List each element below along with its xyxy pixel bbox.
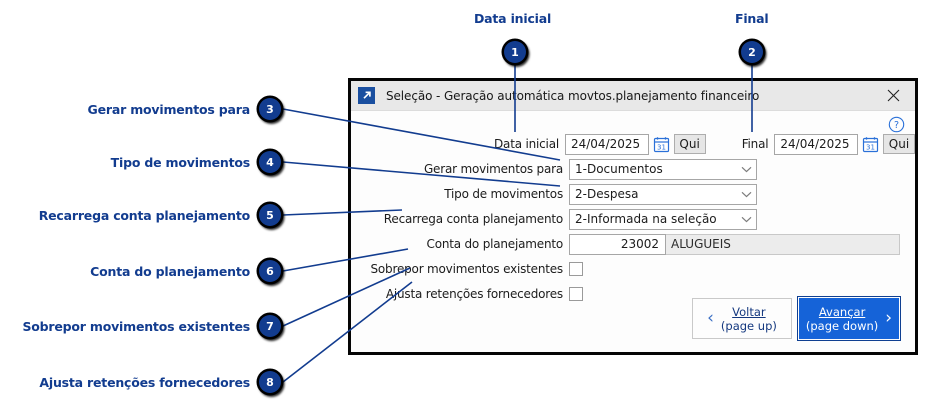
annotation-1-bullet-wrap: 1 bbox=[504, 41, 526, 63]
annotation-bullet-8: 8 bbox=[259, 371, 281, 393]
gerar-movimentos-label: Gerar movimentos para bbox=[423, 162, 563, 176]
sobrepor-checkbox[interactable] bbox=[569, 262, 583, 276]
close-icon[interactable] bbox=[871, 81, 915, 111]
recarrega-conta-value: 2-Informada na seleção bbox=[575, 212, 717, 226]
svg-text:?: ? bbox=[894, 120, 899, 131]
next-button-line1: Avançar bbox=[818, 304, 866, 319]
data-inicial-input[interactable]: 24/04/2025 bbox=[564, 133, 649, 155]
row-ajusta-retencoes: Ajusta retenções fornecedores bbox=[351, 283, 915, 305]
calendar-icon-inicial[interactable]: 31 bbox=[653, 136, 670, 153]
ajusta-retencoes-label: Ajusta retenções fornecedores bbox=[385, 287, 563, 301]
conta-planejamento-label: Conta do planejamento bbox=[426, 237, 564, 251]
annotation-2: Final bbox=[735, 11, 769, 26]
annotation-3-label: Gerar movimentos para bbox=[86, 100, 251, 117]
next-button-text: Avançar (page down) bbox=[806, 305, 878, 333]
diagonal-arrow-icon bbox=[358, 87, 375, 104]
annotation-bullet-6: 6 bbox=[259, 260, 281, 282]
row-conta-planejamento: Conta do planejamento 23002 ALUGUEIS bbox=[351, 233, 915, 255]
dialog-titlebar[interactable]: Seleção - Geração automática movtos.plan… bbox=[351, 81, 915, 111]
dialog-title: Seleção - Geração automática movtos.plan… bbox=[386, 88, 760, 103]
tipo-movimentos-label: Tipo de movimentos bbox=[444, 187, 563, 201]
svg-text:31: 31 bbox=[866, 143, 875, 151]
selection-dialog: Seleção - Geração automática movtos.plan… bbox=[348, 78, 918, 355]
final-input[interactable]: 24/04/2025 bbox=[774, 133, 858, 155]
data-inicial-label: Data inicial bbox=[494, 137, 559, 151]
annotation-2-label: Final bbox=[735, 11, 769, 26]
chevron-left-icon: ‹ bbox=[707, 308, 714, 328]
annotation-7-label: Sobrepor movimentos existentes bbox=[21, 317, 251, 334]
next-button-line2: (page down) bbox=[805, 318, 879, 333]
chevron-right-icon: › bbox=[885, 308, 893, 328]
annotation-bullet-5: 5 bbox=[259, 204, 281, 226]
weekday-button-final[interactable]: Qui bbox=[882, 134, 915, 154]
tipo-movimentos-select[interactable]: 2-Despesa bbox=[569, 183, 757, 205]
annotation-2-bullet-wrap: 2 bbox=[741, 41, 763, 63]
final-label: Final bbox=[741, 137, 769, 151]
back-button-line1: Voltar bbox=[732, 304, 766, 319]
annotation-bullet-7: 7 bbox=[259, 315, 281, 337]
sobrepor-label: Sobrepor movimentos existentes bbox=[370, 262, 564, 276]
back-button-line2: (page up) bbox=[720, 318, 777, 333]
conta-planejamento-name-display: ALUGUEIS bbox=[666, 233, 900, 255]
annotation-6: Conta do planejamento 6 bbox=[89, 260, 281, 282]
annotation-8: Ajusta retenções fornecedores 8 bbox=[38, 371, 281, 393]
row-recarrega-conta: Recarrega conta planejamento 2-Informada… bbox=[351, 208, 915, 230]
help-question-icon[interactable]: ? bbox=[888, 116, 905, 133]
recarrega-conta-label: Recarrega conta planejamento bbox=[383, 212, 563, 226]
annotation-4: Tipo de movimentos 4 bbox=[110, 151, 281, 173]
dialog-footer: ‹ Voltar (page up) Avançar (page down) › bbox=[692, 295, 902, 342]
ajusta-retencoes-checkbox[interactable] bbox=[569, 287, 583, 301]
annotation-3: Gerar movimentos para 3 bbox=[86, 98, 281, 120]
conta-planejamento-code-input[interactable]: 23002 bbox=[569, 233, 666, 255]
recarrega-conta-select[interactable]: 2-Informada na seleção bbox=[569, 208, 757, 230]
back-button-text: Voltar (page up) bbox=[721, 305, 777, 333]
gerar-movimentos-select[interactable]: 1-Documentos bbox=[569, 158, 757, 180]
annotation-1: Data inicial bbox=[474, 11, 551, 26]
annotation-bullet-1: 1 bbox=[504, 41, 526, 63]
chevron-down-icon bbox=[736, 166, 756, 173]
row-dates: Data inicial 24/04/2025 31 Qui Final 24/… bbox=[351, 133, 915, 155]
annotation-bullet-2: 2 bbox=[741, 41, 763, 63]
annotation-1-label: Data inicial bbox=[474, 11, 552, 26]
annotation-bullet-3: 3 bbox=[259, 98, 281, 120]
annotation-5-label: Recarrega conta planejamento bbox=[38, 206, 252, 223]
annotation-8-label: Ajusta retenções fornecedores bbox=[38, 373, 251, 390]
annotation-7: Sobrepor movimentos existentes 7 bbox=[21, 315, 281, 337]
annotation-5: Recarrega conta planejamento 5 bbox=[38, 204, 281, 226]
chevron-down-icon bbox=[736, 191, 756, 198]
next-button[interactable]: Avançar (page down) › bbox=[796, 295, 902, 342]
weekday-button-inicial[interactable]: Qui bbox=[673, 134, 706, 154]
form-fields: Data inicial 24/04/2025 31 Qui Final 24/… bbox=[351, 133, 915, 308]
row-sobrepor: Sobrepor movimentos existentes bbox=[351, 258, 915, 280]
back-button[interactable]: ‹ Voltar (page up) bbox=[692, 298, 792, 339]
row-tipo-movimentos: Tipo de movimentos 2-Despesa bbox=[351, 183, 915, 205]
annotation-6-label: Conta do planejamento bbox=[89, 262, 251, 279]
annotation-4-label: Tipo de movimentos bbox=[110, 153, 252, 170]
chevron-down-icon bbox=[736, 216, 756, 223]
tipo-movimentos-value: 2-Despesa bbox=[575, 187, 639, 201]
svg-text:31: 31 bbox=[657, 143, 666, 151]
annotation-bullet-4: 4 bbox=[259, 151, 281, 173]
calendar-icon-final[interactable]: 31 bbox=[862, 136, 879, 153]
dialog-body: ? Data inicial 24/04/2025 31 Qui Final bbox=[351, 111, 915, 352]
row-gerar-movimentos: Gerar movimentos para 1-Documentos bbox=[351, 158, 915, 180]
gerar-movimentos-value: 1-Documentos bbox=[575, 162, 663, 176]
